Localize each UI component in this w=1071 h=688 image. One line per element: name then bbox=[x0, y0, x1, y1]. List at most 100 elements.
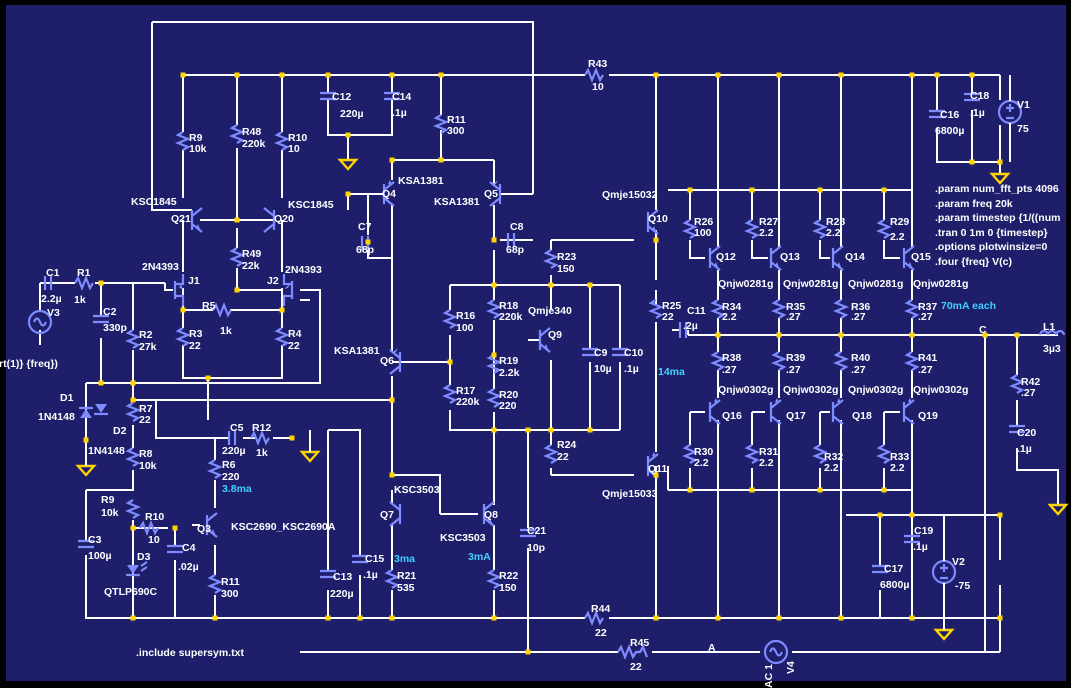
value-R7: 22 bbox=[139, 414, 151, 426]
value-R1: 1k bbox=[74, 294, 86, 306]
label-R23: R22 bbox=[499, 570, 518, 582]
annotation-14ma: 14ma bbox=[658, 366, 685, 378]
value-C7: 68p bbox=[356, 244, 374, 256]
resistor-R20-symbol bbox=[486, 354, 502, 374]
label-L1: L1 bbox=[1043, 321, 1055, 333]
label-R35: R34 bbox=[722, 301, 741, 313]
value-R29: 2.2 bbox=[826, 227, 841, 239]
label-R3: R3 bbox=[189, 328, 203, 340]
resistor-R17-symbol bbox=[442, 309, 458, 329]
value-R3: 22 bbox=[189, 340, 201, 352]
value-C5: 220µ bbox=[222, 445, 246, 457]
junction-dot bbox=[909, 332, 915, 338]
resistor-R22-symbol bbox=[384, 569, 400, 589]
capacitor-symbols bbox=[43, 91, 1025, 579]
resistor-R43-symbol bbox=[1009, 374, 1025, 394]
transistor-Q17-arrow bbox=[775, 398, 779, 403]
label-C19: C19 bbox=[914, 525, 933, 537]
value-C21: 10p bbox=[527, 542, 545, 554]
resistor-R32-symbol bbox=[744, 444, 760, 464]
part-Q3: KSC2690_KSC2690A bbox=[231, 521, 336, 533]
label-R45: R44 bbox=[591, 603, 610, 615]
resistor-R26-symbol bbox=[648, 299, 664, 319]
junction-dot bbox=[749, 187, 755, 193]
resistor-R44-symbol bbox=[584, 67, 604, 83]
label-R4: R4 bbox=[288, 328, 302, 340]
resistor-R5-symbol bbox=[212, 302, 232, 318]
label-R28: R27 bbox=[759, 216, 778, 228]
value-R36: .27 bbox=[786, 311, 801, 323]
label-R30: R29 bbox=[890, 216, 909, 228]
junction-dot bbox=[389, 615, 395, 621]
value-R21: 220 bbox=[499, 400, 517, 412]
transistor-Q20-arrow bbox=[266, 224, 272, 229]
junction-dot bbox=[653, 472, 659, 478]
junction-dot bbox=[525, 649, 531, 655]
wires bbox=[39, 21, 1059, 653]
value-R38: .27 bbox=[918, 311, 933, 323]
resistor-R14-symbol bbox=[175, 131, 191, 151]
junction-dot bbox=[548, 282, 554, 288]
junction-dot bbox=[130, 615, 136, 621]
label-C4: C4 bbox=[182, 542, 196, 554]
resistor-R10-symbol bbox=[139, 520, 159, 536]
value-R31: 2.2 bbox=[694, 457, 709, 469]
transistor-Q4-symbol bbox=[382, 181, 395, 207]
transistor-Q4-arrow bbox=[388, 180, 392, 185]
junction-dot bbox=[491, 282, 497, 288]
junction-dot bbox=[881, 487, 887, 493]
label-Q17: Q17 bbox=[786, 410, 806, 422]
junction-dot bbox=[838, 615, 844, 621]
label-V1: V1 bbox=[1017, 99, 1030, 111]
junction-dot bbox=[389, 157, 395, 163]
label-C17: C17 bbox=[884, 563, 903, 575]
label-R5: R5 bbox=[202, 300, 216, 312]
label-R24: R23 bbox=[557, 251, 576, 263]
label-Q5: Q5 bbox=[484, 188, 498, 200]
value-R9-text: 10k bbox=[101, 507, 119, 519]
resistor-R6-symbol bbox=[207, 459, 223, 479]
label-Q19: Q19 bbox=[918, 410, 938, 422]
resistor-R49-symbol bbox=[229, 247, 245, 267]
label-R38: R37 bbox=[918, 301, 937, 313]
resistor-R39-symbol bbox=[710, 351, 726, 371]
resistor-R2-symbol bbox=[125, 329, 141, 349]
transistor-J1-arrow bbox=[179, 284, 183, 289]
label-Q10: Q10 bbox=[648, 213, 668, 225]
resistor-R40-symbol bbox=[771, 351, 787, 371]
value-R20: 2.2k bbox=[499, 367, 520, 379]
label-C11: C11 bbox=[687, 305, 706, 317]
label-R36: R35 bbox=[786, 301, 805, 313]
value-C19: .1µ bbox=[913, 541, 928, 553]
junction-dot bbox=[877, 512, 883, 518]
label-C13: C13 bbox=[333, 571, 352, 583]
label-C9: C9 bbox=[594, 347, 608, 359]
resistor-R7-symbol bbox=[125, 402, 141, 422]
junction-dot bbox=[212, 615, 218, 621]
junction-dot bbox=[98, 280, 104, 286]
directive-timestep: .param timestep {1/((num bbox=[935, 212, 1060, 224]
junction-dot bbox=[776, 72, 782, 78]
value-V3: rt(1)} {freq}) bbox=[0, 358, 58, 370]
resistor-R34-symbol bbox=[876, 444, 892, 464]
resistor-R24-symbol bbox=[543, 249, 559, 269]
value-R26: 22 bbox=[662, 311, 674, 323]
label-R31: R30 bbox=[694, 446, 713, 458]
transistor-symbols bbox=[173, 180, 915, 538]
label-C8: C8 bbox=[510, 221, 524, 233]
transistor-Q7-arrow bbox=[392, 518, 398, 523]
directive-tran: .tran 0 1m 0 {timestep} bbox=[935, 227, 1048, 239]
net-label-C: C bbox=[979, 324, 987, 336]
label-Q20: Q20 bbox=[274, 213, 294, 225]
resistor-R18-symbol bbox=[442, 384, 458, 404]
value-R8: 10k bbox=[139, 460, 157, 472]
value-R11-text: 300 bbox=[221, 588, 239, 600]
value-R34: 2.2 bbox=[890, 462, 905, 474]
junction-dot bbox=[345, 191, 351, 197]
transistor-Q18-arrow bbox=[837, 398, 841, 403]
annotation-3-8ma: 3.8ma bbox=[222, 483, 252, 495]
part-D2: 1N4148 bbox=[88, 445, 125, 457]
transistor-Q17-symbol bbox=[769, 399, 782, 425]
value-C14: .1µ bbox=[392, 107, 407, 119]
